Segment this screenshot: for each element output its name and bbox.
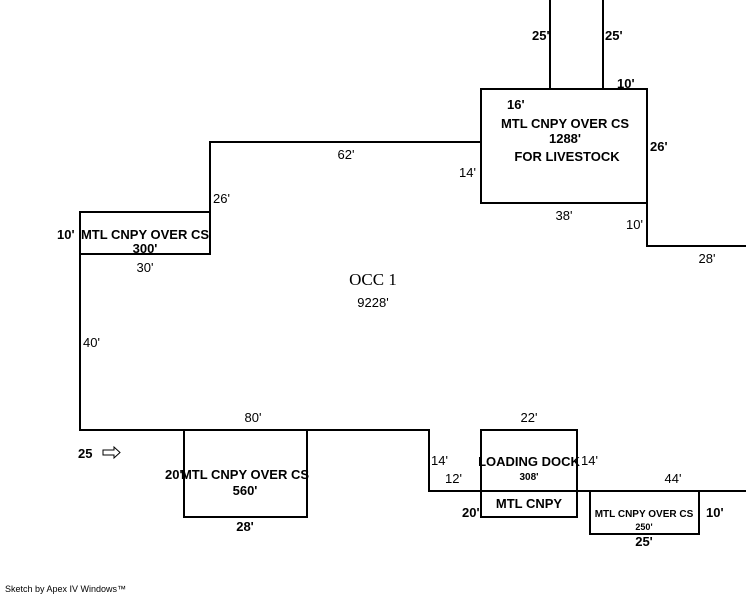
dim-main-right-bottom: 44' <box>665 471 682 486</box>
canopy-small-area: 250' <box>635 522 652 532</box>
right-step-wall <box>646 203 746 247</box>
dim-step-down: 14' <box>431 453 448 468</box>
canopy-livestock-label: MTL CNPY OVER CS <box>501 116 629 131</box>
loading-dock-right: 14' <box>581 453 598 468</box>
canopy-left-label: MTL CNPY OVER CS <box>81 227 209 242</box>
dim-main-left-upper: 26' <box>213 191 230 206</box>
canopy-bottom-label: MTL CNPY OVER CS <box>181 467 309 482</box>
canopy-livestock-top-left: 16' <box>507 97 525 112</box>
mtl-cnpy-label: MTL CNPY <box>496 496 563 511</box>
main-outline-top <box>209 141 481 212</box>
dim-livestock-bottom: 38' <box>556 208 573 223</box>
canopy-small-side: 10' <box>706 505 724 520</box>
canopy-bottom-side: 20' <box>165 467 183 482</box>
canopy-bottom-bottom: 28' <box>236 519 254 534</box>
right-arrow-icon <box>102 445 121 460</box>
canopy-livestock-right: 26' <box>650 139 668 154</box>
canopy-left-bottom: 30' <box>137 260 154 275</box>
main-area-size: 9228' <box>357 295 388 310</box>
loading-dock-label: LOADING DOCK <box>478 454 580 469</box>
dim-main-bottom: 80' <box>245 410 262 425</box>
mtl-cnpy-box <box>480 490 578 518</box>
canopy-small-label: MTL CNPY OVER CS <box>595 509 694 520</box>
mtl-cnpy-side: 20' <box>462 505 480 520</box>
outline <box>79 0 746 535</box>
loading-dock-top: 22' <box>521 410 538 425</box>
canopy-livestock-note: FOR LIVESTOCK <box>514 149 620 164</box>
canopy-livestock-top-right: 10' <box>617 76 635 91</box>
dim-right-step: 10' <box>626 217 643 232</box>
dim-right-run: 28' <box>699 251 716 266</box>
canopy-small-box <box>589 490 700 535</box>
dim-main-top: 62' <box>338 147 355 162</box>
canopy-left-area: 300' <box>133 241 158 256</box>
dim-main-left: 40' <box>83 335 100 350</box>
canopy-livestock-box <box>480 88 648 204</box>
canopy-livestock-area: 1288' <box>549 131 581 146</box>
dim-corridor-left: 25' <box>532 28 550 43</box>
canopy-bottom-box <box>183 429 308 518</box>
main-area-label: OCC 1 <box>349 270 397 289</box>
dim-corridor-right: 25' <box>605 28 623 43</box>
canopy-bottom-area: 560' <box>233 483 258 498</box>
loading-dock-area: 308' <box>519 472 538 483</box>
dim-step-run: 12' <box>445 471 462 486</box>
footer-credit: Sketch by Apex IV Windows™ <box>5 584 126 594</box>
entry-label: 25 <box>78 446 92 461</box>
canopy-small-bottom: 25' <box>635 534 653 549</box>
canopy-left-side: 10' <box>57 227 75 242</box>
canopy-left-box <box>79 211 211 255</box>
dim-livestock-left: 14' <box>459 165 476 180</box>
